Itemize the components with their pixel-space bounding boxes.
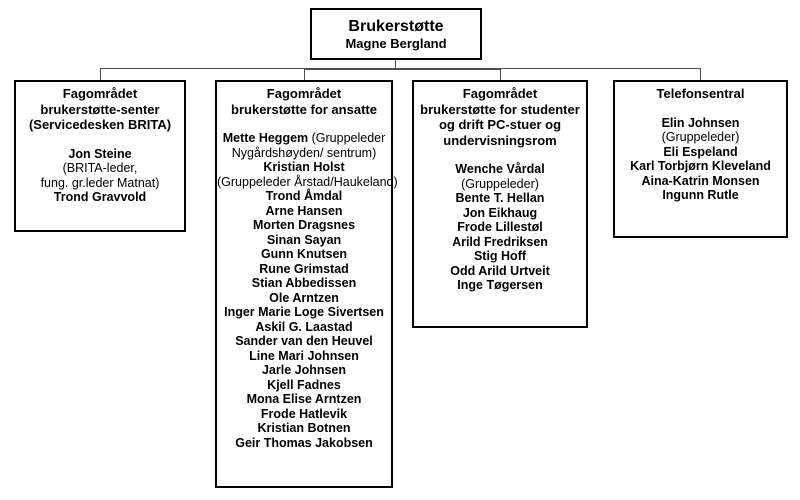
member-line: Frode Lillestøl [457,220,543,234]
box-title: Telefonsentral [656,86,745,101]
member-list: Jon Steine(BRITA-leder,fung. gr.leder Ma… [16,147,184,205]
member-list: Wenche Vårdal(Gruppeleder)Bente T. Hella… [414,162,586,293]
root-title: Brukerstøtte [348,17,444,35]
member-line: Stian Abbedissen [251,276,357,290]
connector-drop-senter [100,69,101,80]
member-line: Kristian Botnen [257,421,351,435]
member-line: fung. gr.leder Matnat) [40,175,160,190]
member-line: Morten Dragsnes [252,218,356,232]
member-line: Gunn Knutsen [260,247,348,261]
box-title: Fagområdet brukerstøtte for ansatte [231,86,377,117]
member-line: Wenche Vårdal [455,162,545,176]
member-line: (Gruppeleder Årstad/Haukeland) [217,174,398,189]
member-line: Aina-Katrin Monsen [641,173,760,188]
member-line: Frode Hatlevik [260,406,348,421]
member-line: Line Mari Johnsen [249,348,359,363]
member-line: Sander van den Heuvel [235,334,373,348]
member-line: Kjell Fadnes [267,377,341,392]
member-line: Trond Gravvold [53,190,147,204]
member-line: Sinan Sayan [266,232,342,247]
member-line: Elin Johnsen [661,115,740,130]
member-line: Trond Åmdal [265,189,343,203]
org-box-brukerstotte-senter: Fagområdet brukerstøtte-senter (Serviced… [14,80,186,232]
member-line: Arne Hansen [265,203,343,218]
member-line: Ole Arntzen [269,290,339,305]
connector-drop-studenter [500,69,501,80]
member-line: Bente T. Hellan [455,191,545,205]
box-title: Fagområdet brukerstøtte-senter (Serviced… [28,86,172,132]
connector-drop-ansatte [304,69,305,80]
member-line: Eli Espeland [663,144,738,159]
connector-rail-inner [304,68,501,70]
member-line: Mona Elise Arntzen [246,392,362,406]
connector-drop-telefonsentral [700,69,701,80]
member-line: Inger Marie Loge Sivertsen [224,305,384,319]
org-box-telefonsentral: Telefonsentral Elin Johnsen(Gruppeleder)… [613,80,788,238]
member-line: Rune Grimstad [259,261,349,276]
member-line: Arild Fredriksen [452,234,548,249]
member-line: Stig Hoff [473,249,527,263]
member-line: (Gruppeleder) [461,176,539,191]
member-line: Ingunn Rutle [662,188,739,202]
org-box-root: Brukerstøtte Magne Bergland [310,8,482,60]
member-line: Geir Thomas Jakobsen [235,435,373,450]
connector-root-stub [395,60,396,68]
member-line: Karl Torbjørn Kleveland [630,159,771,173]
member-line: Inge Tøgersen [457,278,543,292]
member-line: Jon Steine [68,146,132,161]
member-line: Odd Arild Urtveit [450,263,550,278]
org-box-brukerstotte-studenter: Fagområdet brukerstøtte for studenter og… [412,80,588,328]
member-line: Jon Eikhaug [462,205,538,220]
member-line: (Gruppeleder) [661,130,740,144]
root-manager-name: Magne Bergland [345,35,447,51]
org-box-brukerstotte-ansatte: Fagområdet brukerstøtte for ansatte Mett… [215,80,398,488]
member-line: Nygårdshøyden/ sentrum) [231,145,377,160]
member-line: Askil G. Laastad [255,319,353,334]
member-line: (BRITA-leder, [62,161,138,175]
member-line: Mette Heggem (Gruppeleder [222,131,386,145]
member-line: Jarle Johnsen [261,363,347,377]
box-title: Fagområdet brukerstøtte for studenter og… [420,86,580,148]
member-line: Kristian Holst [263,160,345,174]
